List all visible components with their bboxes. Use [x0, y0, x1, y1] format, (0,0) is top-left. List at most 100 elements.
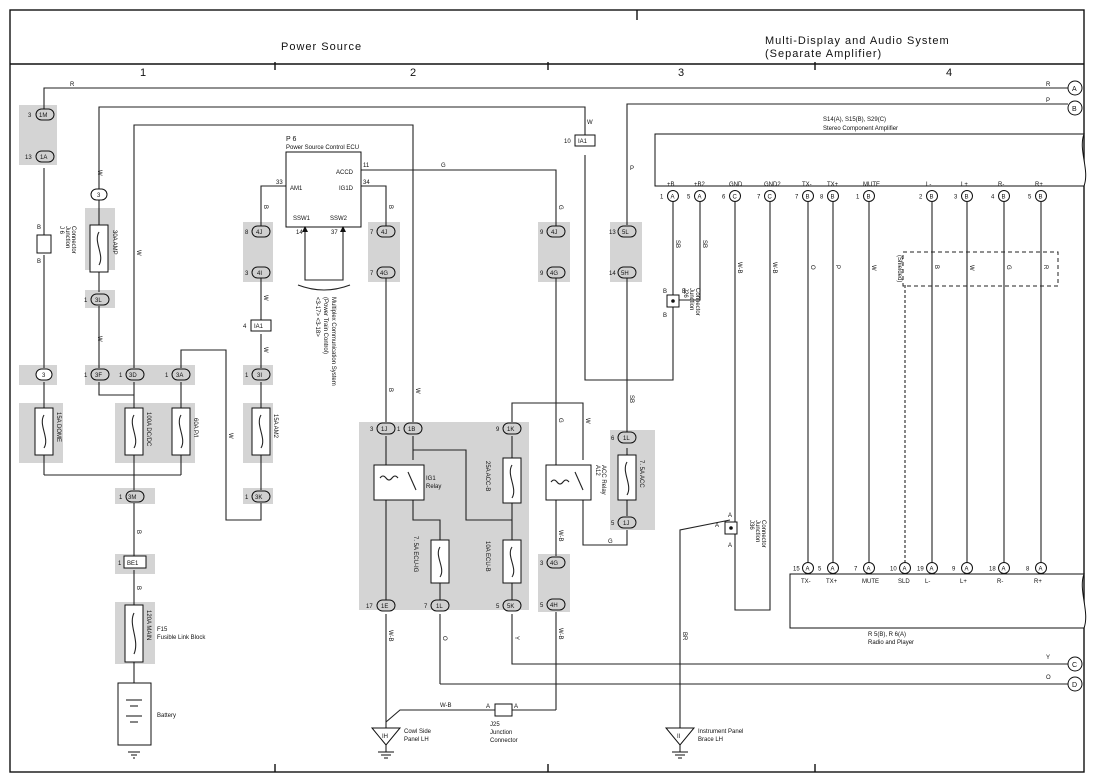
- pin-num: 1: [119, 495, 123, 501]
- ecu-name: Power Source Control ECU: [286, 145, 359, 151]
- pin-num: 1: [84, 298, 88, 304]
- junction-J6: [36, 234, 52, 254]
- pin-num: 1: [119, 373, 123, 379]
- amp-pin-label: GND: [729, 182, 743, 188]
- pin-num: 5: [496, 604, 500, 610]
- svg-text:B: B: [135, 530, 141, 534]
- svg-text:G: G: [557, 418, 563, 423]
- radio-pin-conn: A: [806, 567, 810, 573]
- connector-BE1: [123, 555, 147, 569]
- pin-num: A: [728, 513, 732, 519]
- fusible-id: F15: [157, 627, 168, 633]
- radio-pin-label: TX+: [826, 579, 838, 585]
- svg-text:W: W: [587, 120, 593, 126]
- radio-pin-label: L+: [960, 579, 967, 585]
- j6-label: Connector: [70, 226, 76, 254]
- radio-pin-circle: [863, 562, 875, 574]
- ground-IH: IH Cowl Side Panel LH: [370, 727, 432, 759]
- ground-ih-id: IH: [382, 734, 388, 740]
- amp-pin-conn: B: [806, 195, 810, 201]
- radio-pin-circle: [827, 562, 839, 574]
- svg-text:W-B: W-B: [771, 262, 777, 274]
- amp-pin-conn: B: [930, 195, 934, 201]
- svg-text:W: W: [262, 295, 268, 301]
- radio-pin-label: R-: [997, 579, 1003, 585]
- svg-text:W-B: W-B: [387, 630, 393, 642]
- ground-ih-label: Panel LH: [404, 737, 429, 743]
- pin-4J: 4J: [256, 230, 262, 236]
- ecu-pin-14: 14: [296, 230, 303, 236]
- pin-num: B: [663, 289, 667, 295]
- ground-II: II Instrument Panel Brace LH: [664, 727, 743, 759]
- terminal-C: C: [1072, 662, 1077, 669]
- svg-text:B: B: [262, 205, 268, 209]
- connector-IA1-top: [574, 134, 596, 147]
- radio-pin-num: 19: [917, 567, 924, 573]
- pin-num: 8: [245, 230, 249, 236]
- terminal-B-wire: P: [1046, 98, 1050, 104]
- radio-pin-label: R+: [1034, 579, 1042, 585]
- pin-num: 7: [370, 271, 374, 277]
- amp-pin-label: MUTE: [863, 182, 880, 188]
- battery-label: Battery: [157, 713, 176, 719]
- radio-id: R 5(B), R 6(A): [868, 632, 906, 638]
- svg-text:W-B: W-B: [557, 628, 563, 640]
- ecu-pin-34: 34: [363, 180, 370, 186]
- radio-pin-circle: [926, 562, 938, 574]
- amp-pin-label: GND2: [764, 182, 781, 188]
- pin-num: 17: [366, 604, 373, 610]
- ground-ii-label: Brace LH: [698, 737, 723, 743]
- amp-pin-conn: B: [867, 195, 871, 201]
- pin-num: A: [715, 523, 719, 529]
- shielded-label: (Shielded): [896, 255, 902, 282]
- pin-1L: 1L: [436, 604, 443, 610]
- svg-text:SB: SB: [674, 240, 680, 248]
- radio-pin-num: 7: [854, 567, 858, 573]
- pin-num: 13: [609, 230, 616, 236]
- svg-text:O: O: [809, 265, 815, 270]
- pin-num: 1: [118, 561, 122, 567]
- pin-num: 14: [609, 271, 616, 277]
- radio-pin-circle: [899, 562, 911, 574]
- pin-num: 5: [540, 603, 544, 609]
- radio-pins: A15TX-A5TX+A7MUTEA10SLDA19L-A9L+A18R-A8R…: [793, 562, 1047, 585]
- amp-pin-num: 7: [795, 195, 799, 201]
- acc-relay-id: A12: [594, 465, 600, 476]
- svg-text:W: W: [870, 265, 876, 271]
- svg-text:B: B: [387, 205, 393, 209]
- pin-1M: 1M: [39, 113, 47, 119]
- multiplex-label-1: Multiplex Communication System: [330, 297, 336, 386]
- radio-pin-circle: [961, 562, 973, 574]
- ecu-pin-ig1d: IG1D: [339, 186, 354, 192]
- amp-pin-conn: C: [768, 195, 773, 201]
- pin-1J: 1J: [381, 427, 387, 433]
- amp-pin-label: +B: [667, 182, 675, 188]
- j36-id: J36: [748, 520, 754, 530]
- pin-3D: 3D: [129, 373, 137, 379]
- pin-num: A: [486, 704, 490, 710]
- title-separate-amp: (Separate Amplifier): [765, 48, 882, 60]
- amp-pin-num: 5: [1028, 195, 1032, 201]
- fuse-10a-ecub: 10A ECU-B: [484, 541, 490, 572]
- pin-num: 5: [611, 521, 615, 527]
- fuse-100a-dcdc: 100A DC/DC: [145, 412, 151, 447]
- pin-4J: 4J: [551, 230, 557, 236]
- pin-3M: 3M: [128, 495, 136, 501]
- pin-1B: 1B: [408, 427, 415, 433]
- pin-num: B: [682, 289, 686, 295]
- fusible-label: Fusible Link Block: [157, 635, 206, 641]
- pin-num: 1: [397, 427, 401, 433]
- svg-text:Y: Y: [513, 636, 519, 640]
- ecu-pin-accd: ACCD: [336, 170, 354, 176]
- ecu-pin-am1: AM1: [290, 186, 303, 192]
- radio-pin-circle: [1035, 562, 1047, 574]
- wire-label: B: [37, 225, 41, 231]
- ecu-pin-ssw1: SSW1: [293, 216, 311, 222]
- svg-text:R: R: [70, 82, 75, 88]
- svg-text:SB: SB: [701, 240, 707, 248]
- column-number-2: 2: [410, 67, 417, 79]
- wire-label: B: [37, 259, 41, 265]
- svg-text:W: W: [96, 170, 102, 176]
- pin-num: 7: [370, 230, 374, 236]
- pin-num: 1: [245, 495, 249, 501]
